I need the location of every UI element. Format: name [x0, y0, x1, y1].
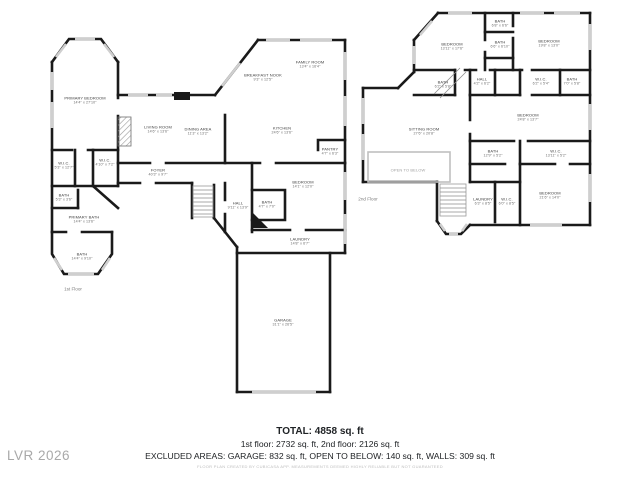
second-floor-details: [433, 67, 467, 217]
area-summary: TOTAL: 4858 sq. ft 1st floor: 2732 sq. f…: [0, 426, 640, 469]
watermark-text: LVR 2026: [7, 448, 71, 463]
open-to-below-outline: [367, 151, 451, 183]
first-floor-windows: [50, 37, 347, 394]
second-floor-walls: [361, 11, 592, 236]
first-floor-details: [192, 185, 214, 218]
fireplace-box: [174, 92, 190, 100]
floor-areas-text: 1st floor: 2732 sq. ft, 2nd floor: 2126 …: [240, 439, 400, 449]
total-area-text: TOTAL: 4858 sq. ft: [276, 426, 364, 437]
first-floor-walls: [50, 37, 347, 394]
excluded-areas-text: EXCLUDED AREAS: GARAGE: 832 sq. ft, OPEN…: [145, 451, 495, 461]
second-floor-windows: [361, 11, 592, 236]
disclaimer-text: FLOOR PLAN CREATED BY CUBICASA APP. MEAS…: [197, 464, 443, 469]
fireplace-hatch: [117, 116, 132, 147]
